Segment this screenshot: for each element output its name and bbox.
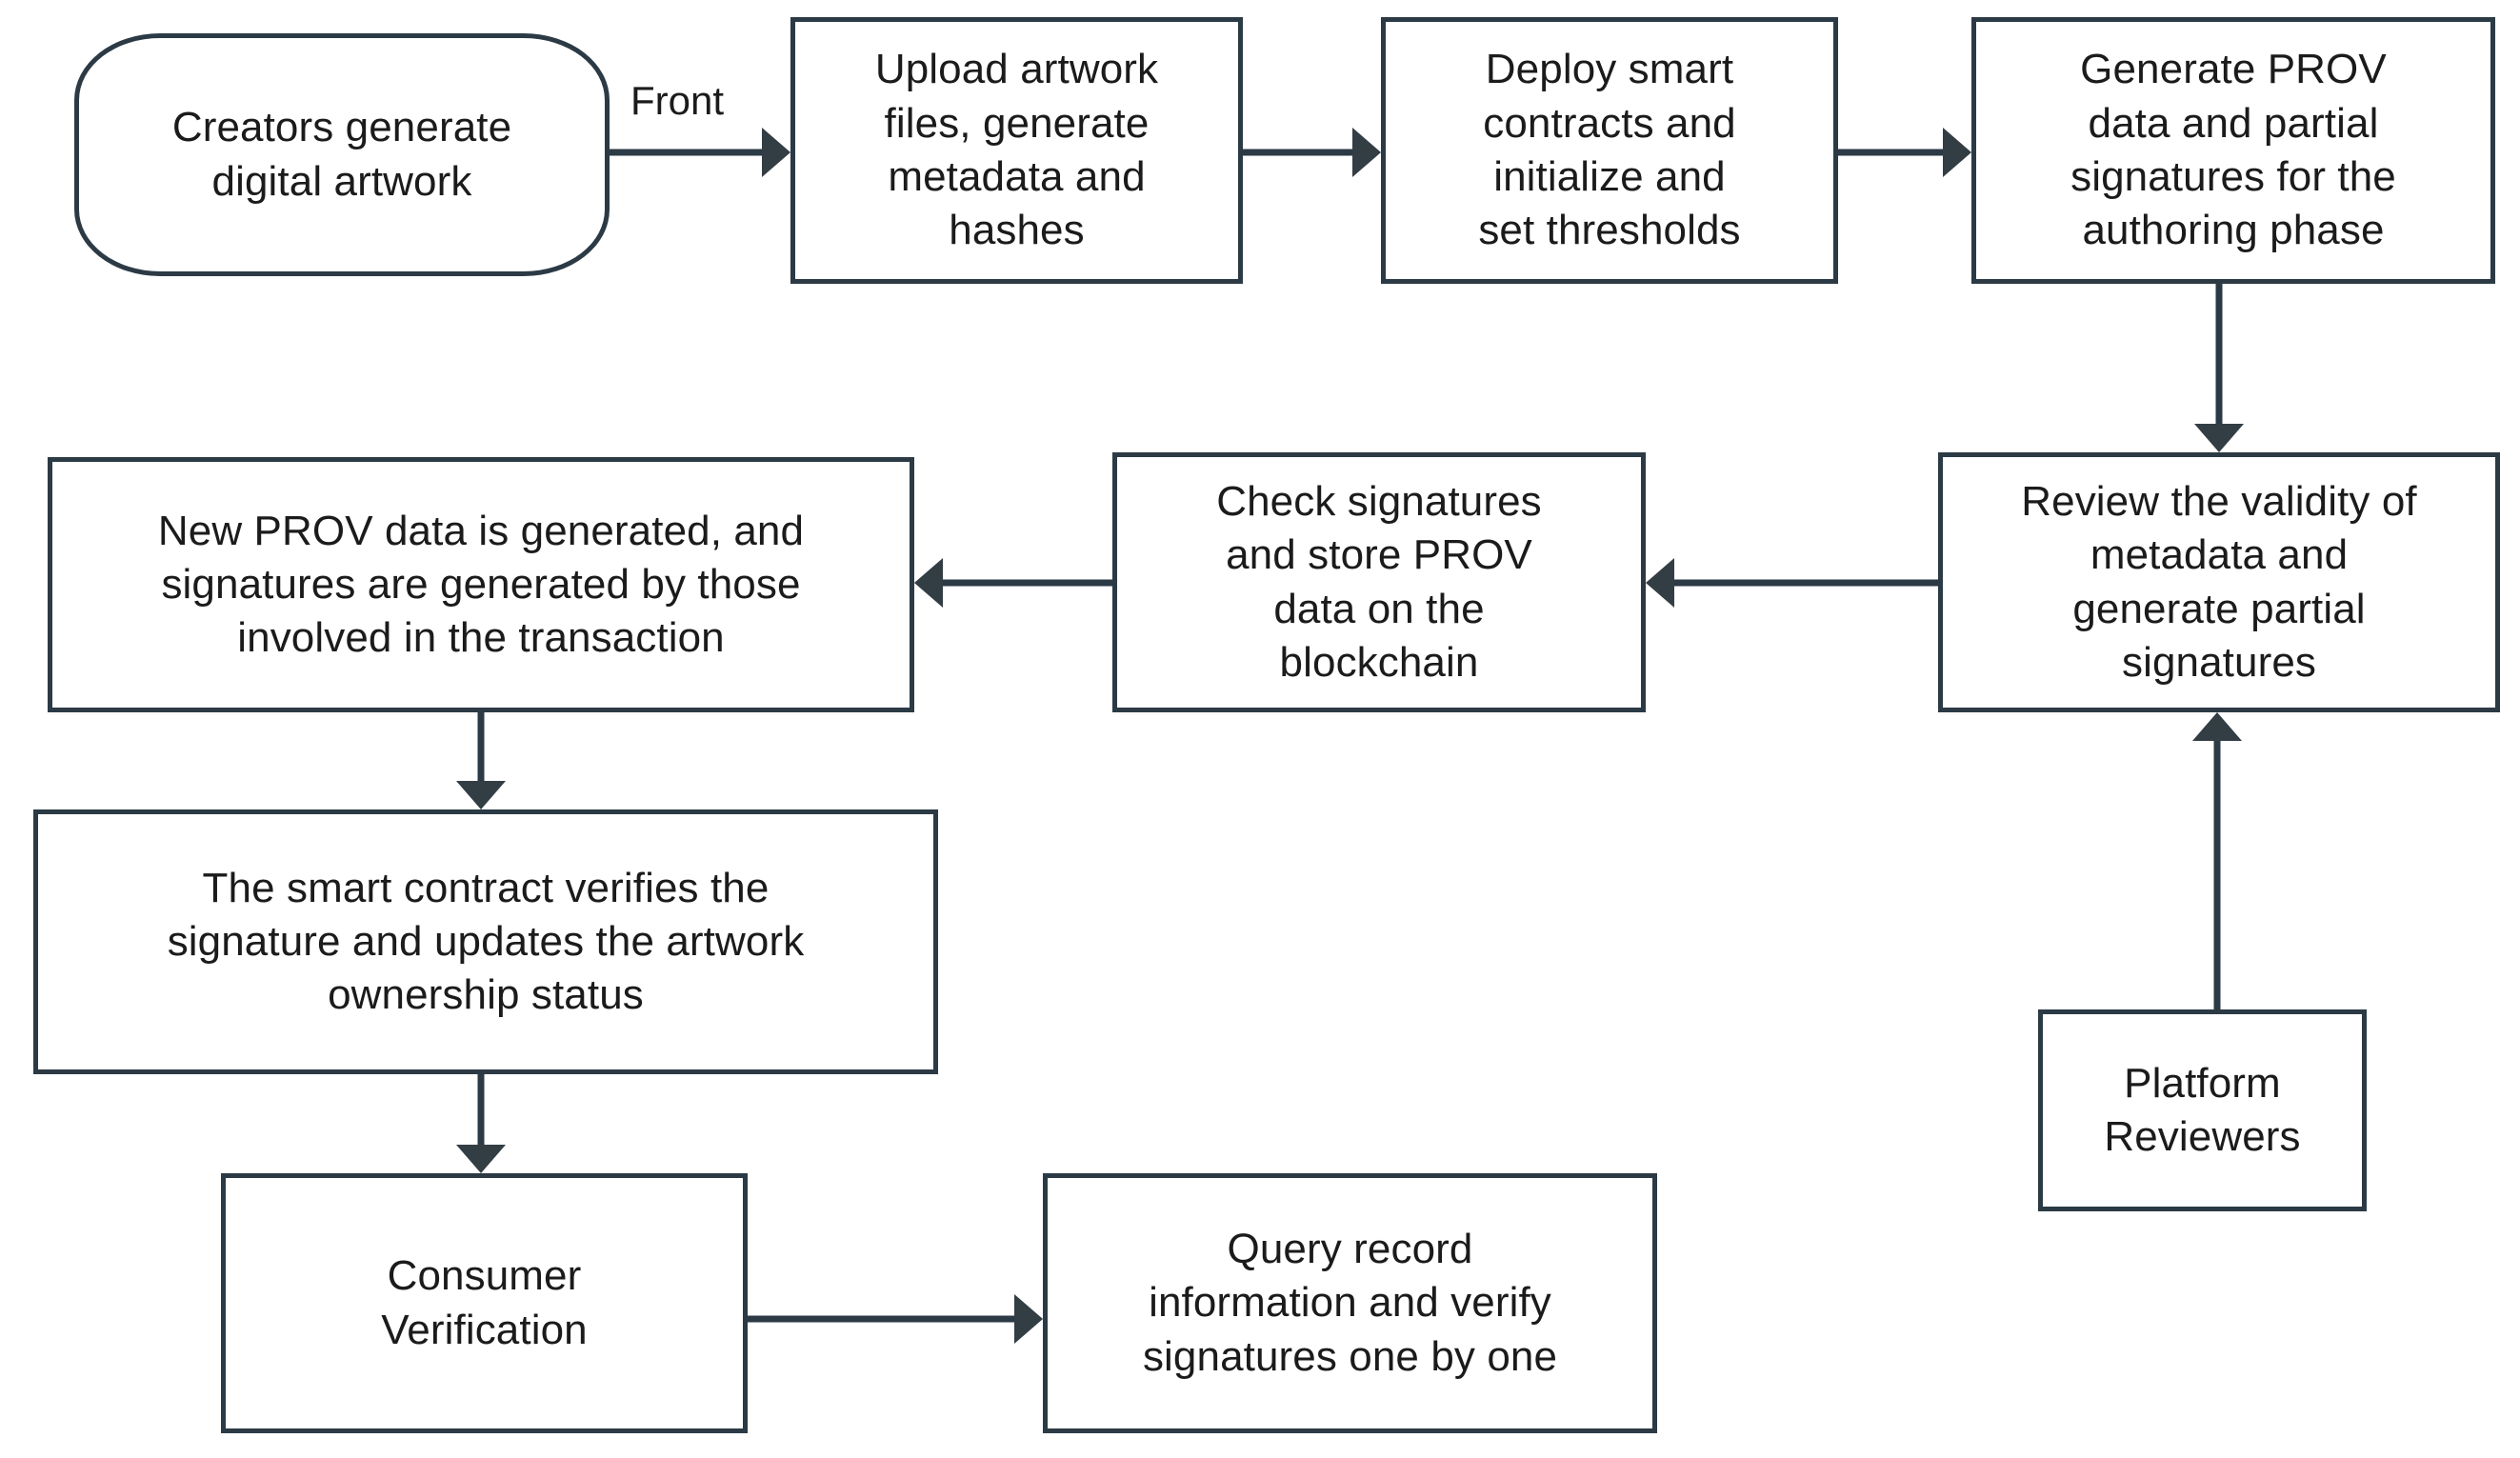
connector-consumer-verification-to-query-record [748,1294,1043,1344]
node-consumer-verification[interactable]: Consumer Verification [221,1173,748,1433]
connector-generate-prov-to-review [2194,284,2244,452]
node-label: Consumer Verification [381,1252,588,1353]
connector-creators-to-upload [610,128,790,177]
node-creators-generate-digital-artwork[interactable]: Creators generate digital artwork [74,33,610,276]
node-label: Deploy smart contracts and initialize an… [1478,46,1741,254]
node-upload-artwork-files[interactable]: Upload artwork files, generate metadata … [790,17,1243,284]
connector-platform-reviewers-to-review [2192,712,2242,1009]
node-label: Creators generate digital artwork [171,104,512,205]
connector-review-to-check-store [1646,558,1938,608]
node-label: Platform Reviewers [2104,1059,2301,1160]
node-review-validity-metadata[interactable]: Review the validity of metadata and gene… [1938,452,2500,712]
node-check-signatures-store-prov[interactable]: Check signatures and store PROV data on … [1112,452,1646,712]
node-label: The smart contract verifies the signatur… [167,864,805,1019]
node-label: Generate PROV data and partial signature… [2070,46,2396,254]
node-generate-prov-data[interactable]: Generate PROV data and partial signature… [1971,17,2495,284]
node-label: New PROV data is generated, and signatur… [157,507,805,662]
node-new-prov-data-generated[interactable]: New PROV data is generated, and signatur… [48,457,914,712]
node-platform-reviewers[interactable]: Platform Reviewers [2038,1009,2367,1211]
node-label: Upload artwork files, generate metadata … [874,46,1159,254]
node-deploy-smart-contracts[interactable]: Deploy smart contracts and initialize an… [1381,17,1838,284]
connector-upload-to-deploy [1243,128,1381,177]
node-smart-contract-verifies-signature[interactable]: The smart contract verifies the signatur… [33,809,938,1074]
node-label: Query record information and verify sign… [1142,1226,1558,1380]
edge-label-front: Front [630,78,725,123]
node-label: Check signatures and store PROV data on … [1216,477,1542,686]
connector-new-prov-to-smart-contract [456,712,506,809]
connector-deploy-to-generate-prov [1838,128,1971,177]
connector-smart-contract-to-consumer-verification [456,1074,506,1173]
node-query-record-information[interactable]: Query record information and verify sign… [1043,1173,1657,1433]
node-label: Review the validity of metadata and gene… [2021,477,2417,686]
connector-check-store-to-new-prov [914,558,1112,608]
